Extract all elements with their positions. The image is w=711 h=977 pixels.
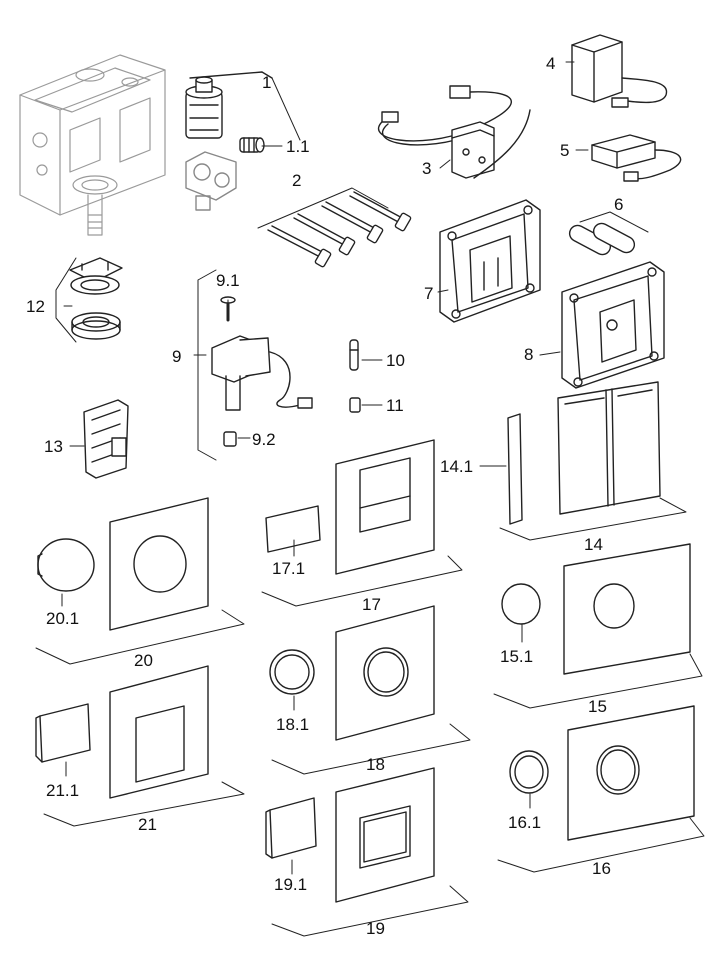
label-part-6: 6 [614,195,624,214]
label-part-1-1: 1.1 [286,137,310,156]
part-19-1-insert [265,797,317,859]
part-15-cover-plate [563,543,691,675]
label-part-21: 21 [138,815,157,834]
label-part-2: 2 [292,171,302,190]
label-part-19: 19 [366,919,385,938]
part-4-battery-box [571,34,668,108]
label-part-20-1: 20.1 [46,609,80,628]
part-19-cover-plate [335,767,435,903]
part-21-1-insert [35,703,91,763]
callout-line-15 [493,653,703,709]
part-18-1-button [269,649,315,695]
label-part-3: 3 [422,159,432,178]
part-8-mounting-frame [561,261,665,389]
callout-bracket-9 [197,269,217,461]
label-part-14: 14 [584,535,603,554]
label-part-19-1: 19.1 [274,875,308,894]
label-part-20: 20 [134,651,153,670]
part-3-cable [377,85,531,179]
label-part-13: 13 [44,437,63,456]
part-20-1-button [37,538,95,592]
callout-bracket-12 [55,257,77,343]
callout-line-17 [261,555,463,607]
part-6-batteries [568,211,649,256]
label-part-16-1: 16.1 [508,813,542,832]
part-16-cover-plate [567,705,695,841]
label-part-11: 11 [386,396,404,415]
part-21-cover-plate [109,665,209,799]
callout-line-21 [43,781,245,827]
callout-line-2 [257,187,389,229]
part-16-1-button [509,750,549,794]
part-14-cover-plate [557,381,661,515]
callout-line-1 [189,71,273,79]
callout-line-19 [271,885,469,937]
part-10-pin [349,339,359,371]
label-part-18: 18 [366,755,385,774]
label-part-12: 12 [26,297,45,316]
label-part-15: 15 [588,697,607,716]
part-20-cover-plate [109,497,209,631]
part-2-screws [267,191,412,268]
label-part-17: 17 [362,595,381,614]
concealed-box [19,54,166,236]
part-17-1-insert [265,505,321,553]
part-11-sleeve [349,397,361,413]
label-part-9-2: 9.2 [252,430,276,449]
label-part-9: 9 [172,347,182,366]
label-part-21-1: 21.1 [46,781,80,800]
label-part-16: 16 [592,859,611,878]
callout-line-16 [497,817,705,873]
label-part-17-1: 17.1 [272,559,306,578]
label-part-15-1: 15.1 [500,647,534,666]
part-15-1-button [501,583,541,625]
label-part-9-1: 9.1 [216,271,240,290]
callout-line-20 [35,609,245,665]
part-1-1-filter [239,137,265,153]
part-7-mounting-frame [439,199,541,323]
label-part-18-1: 18.1 [276,715,310,734]
label-part-1: 1 [262,73,272,92]
part-5-power-supply [591,134,682,182]
callout-line-18 [271,723,471,775]
label-part-4: 4 [546,54,556,73]
part-13-clip [83,399,129,479]
solenoid-valve-assembly [185,76,237,211]
callout-line-1b [271,77,301,141]
callout-line-14 [499,497,687,541]
label-part-14-1: 14.1 [440,457,474,476]
label-part-7: 7 [424,284,434,303]
part-14-1-strip [507,413,523,525]
part-12-ring-set [69,257,123,340]
part-9-sensor-valve [211,296,313,447]
part-18-cover-plate [335,605,435,741]
label-part-5: 5 [560,141,570,160]
label-part-8: 8 [524,345,534,364]
label-part-10: 10 [386,351,405,370]
part-17-cover-plate [335,439,435,575]
